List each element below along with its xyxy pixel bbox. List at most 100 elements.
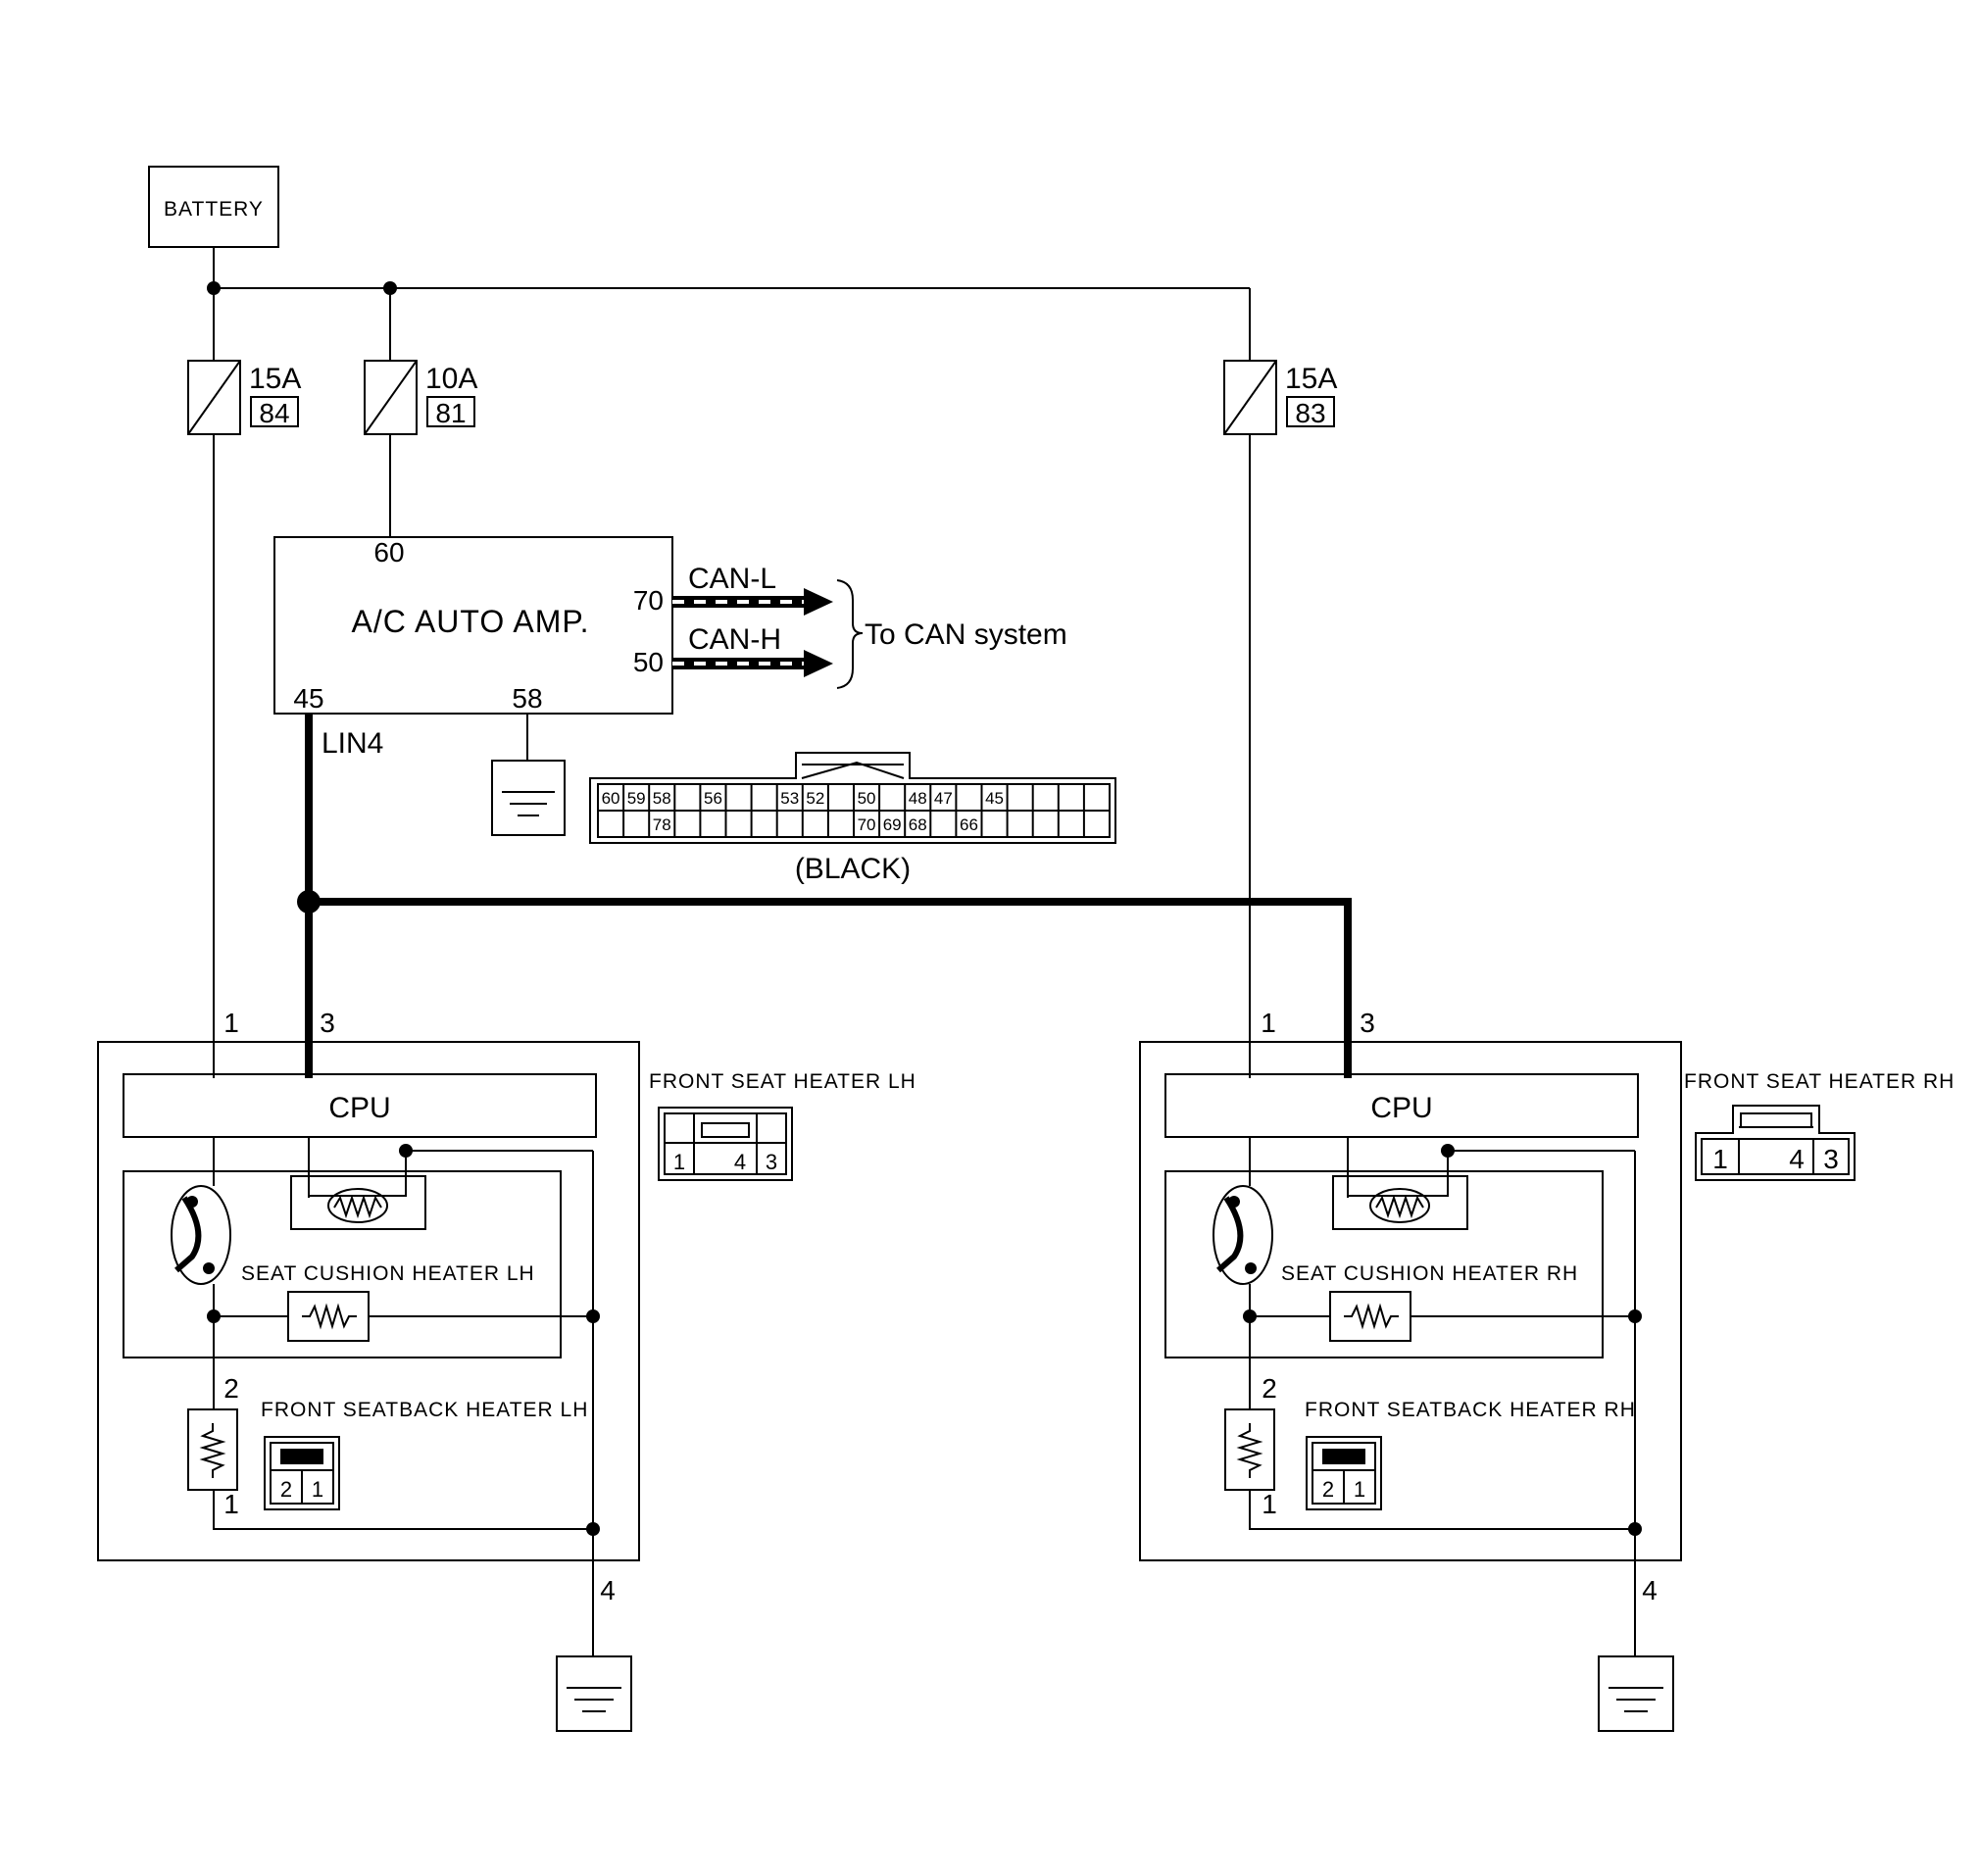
seat-heater-rh-box	[1139, 1041, 1682, 1561]
fuse-number-box	[1286, 396, 1335, 427]
connector-key	[1740, 1112, 1812, 1128]
lh-cpu-box	[123, 1073, 597, 1138]
junction-dot	[1628, 1522, 1642, 1536]
lh-cushion-label: SEAT CUSHION HEATER LH	[241, 1262, 535, 1285]
can-l-label: CAN-L	[688, 563, 776, 595]
can-bus: CAN-L CAN-H To CAN system	[672, 563, 1067, 689]
rh-thermostat-dot	[1228, 1196, 1240, 1208]
fuse-element	[1223, 360, 1277, 435]
lh-seatback-resistor-zigzag	[199, 1423, 226, 1478]
junction-dot	[1441, 1144, 1455, 1158]
seat-heater-rh: 1 3 CPU SEAT CUSHION HEATER RH 2 1 FRONT	[1139, 1008, 1682, 1732]
can-l-arrow	[804, 588, 833, 616]
rh-seatback-resistor-zigzag	[1236, 1423, 1263, 1478]
ground-box	[1598, 1655, 1674, 1732]
fuse-84: 15A 84	[187, 360, 301, 435]
junction-dot	[1243, 1309, 1257, 1323]
fuse-number-box	[426, 396, 475, 427]
amp-pin-58: 58	[512, 683, 542, 714]
connector-pin: 1	[673, 1150, 685, 1174]
connector-pin-label: 56	[704, 789, 722, 808]
connector-pin-label: 66	[960, 815, 978, 834]
connector-outline	[1695, 1105, 1856, 1181]
seat-heater-lh-box	[97, 1041, 640, 1561]
lin-label: LIN4	[322, 727, 383, 760]
rh-cushion-box	[1164, 1170, 1604, 1358]
rh-seatback-label: FRONT SEATBACK HEATER RH	[1305, 1399, 1636, 1421]
lh-seatback-connector	[264, 1436, 340, 1510]
can-brace	[836, 579, 864, 689]
front-seat-heater-rh-connector: FRONT SEAT HEATER RH 1 4 3	[1684, 1070, 1955, 1181]
fuse-rating: 15A	[249, 363, 301, 395]
rh-thermostat-icon	[1213, 1185, 1273, 1285]
connector-outline	[589, 752, 1116, 844]
rh-pin-3: 3	[1360, 1008, 1375, 1038]
fuse-element	[364, 360, 418, 435]
can-h-arrow	[804, 650, 833, 677]
amp-pin-70: 70	[633, 585, 664, 616]
lh-wire	[213, 1490, 593, 1530]
rh-seatback-pin-2: 2	[1262, 1373, 1277, 1404]
connector-pin-label: 70	[858, 815, 876, 834]
amp-pin-50: 50	[633, 647, 664, 677]
lh-pin-1: 1	[223, 1008, 239, 1038]
connector-pin-label: 68	[909, 815, 927, 834]
rh-heater-connector-label: FRONT SEAT HEATER RH	[1684, 1070, 1955, 1093]
lh-cushion-resistor-zigzag	[302, 1303, 357, 1330]
battery-label: BATTERY	[164, 198, 264, 221]
junction-dot	[207, 1309, 221, 1323]
connector-pin-label: 59	[627, 789, 646, 808]
connector-pin-label: 50	[858, 789, 876, 808]
connector-pin-label: 45	[985, 789, 1004, 808]
rh-wire	[1347, 1151, 1449, 1198]
front-seat-heater-lh-connector: FRONT SEAT HEATER LH 1 4 3	[649, 1070, 916, 1181]
rh-pin-1: 1	[1261, 1008, 1276, 1038]
fuse-81: 10A 81	[364, 360, 477, 435]
fuse-rating: 15A	[1285, 363, 1337, 395]
lh-thermostat-dot	[203, 1262, 215, 1274]
rh-sensor-box	[1332, 1175, 1468, 1230]
lh-seatback-connector-pin: 2	[280, 1477, 292, 1502]
connector-pin: 3	[766, 1150, 777, 1174]
fuse-element	[187, 360, 241, 435]
lin-bus: LIN4	[297, 714, 1352, 1078]
lh-thermostat-icon	[171, 1185, 231, 1285]
rh-cpu-label: CPU	[1370, 1092, 1432, 1124]
connector-pin: 4	[734, 1150, 746, 1174]
lh-wire	[308, 1151, 407, 1198]
amp-pin-60: 60	[373, 537, 404, 568]
junction-dot	[1628, 1309, 1642, 1323]
junction-dot	[586, 1522, 600, 1536]
lin-junction-dot	[297, 890, 321, 913]
fuse-number: 84	[259, 398, 289, 428]
lh-seatback-label: FRONT SEATBACK HEATER LH	[261, 1399, 588, 1421]
can-system-label: To CAN system	[865, 618, 1067, 651]
connector-pin-label: 60	[602, 789, 620, 808]
junction-dot	[383, 281, 397, 295]
rh-seatback-connector-key	[1322, 1449, 1365, 1464]
rh-seatback-connector-pin: 1	[1354, 1477, 1365, 1502]
rh-seatback-pin-1: 1	[1262, 1489, 1277, 1519]
seat-heater-lh: 1 3 CPU SEAT CUSHION HEATER LH 2	[97, 1008, 640, 1732]
lh-thermostat-dot	[186, 1196, 198, 1208]
connector-key	[801, 761, 905, 779]
lh-thermistor-icon	[327, 1188, 388, 1223]
ac-amp-label: A/C AUTO AMP.	[351, 604, 589, 639]
lh-pin-3: 3	[320, 1008, 335, 1038]
fuse-number: 83	[1295, 398, 1325, 428]
connector-color-label: (BLACK)	[795, 853, 911, 885]
rh-seatback-connector-pin: 2	[1322, 1477, 1334, 1502]
lh-cpu-label: CPU	[328, 1092, 390, 1124]
junction-dot	[399, 1144, 413, 1158]
rh-thermistor-zigzag	[1375, 1194, 1424, 1219]
fuse-number-box	[250, 396, 299, 427]
lh-seatback-connector-pin: 1	[312, 1477, 323, 1502]
rh-pin-4: 4	[1642, 1575, 1658, 1605]
battery: BATTERY	[148, 166, 279, 248]
junction-dot	[586, 1309, 600, 1323]
connector-pin-label: 58	[653, 789, 671, 808]
lh-seatback-pin-1: 1	[223, 1489, 239, 1519]
ac-auto-amp: A/C AUTO AMP. 60 70 50 45 58	[273, 536, 673, 715]
